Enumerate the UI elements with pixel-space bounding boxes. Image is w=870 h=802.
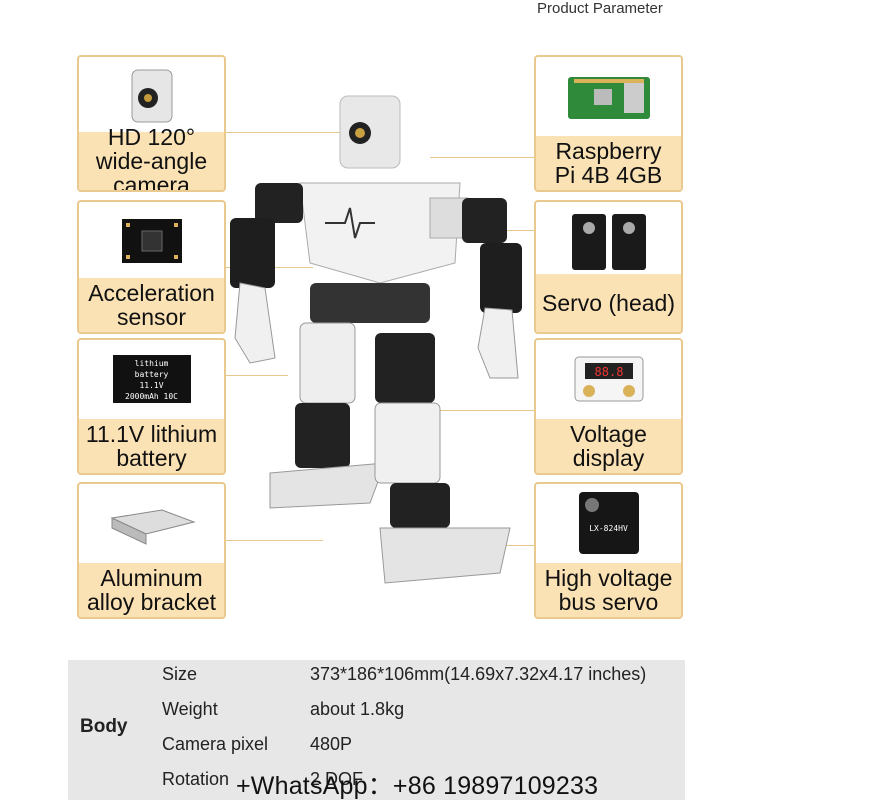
spec-name: Camera pixel — [162, 734, 269, 754]
spec-value: about 1.8kg — [310, 699, 405, 719]
leader-line — [430, 157, 535, 158]
humanoid-robot-image — [230, 95, 522, 584]
camera-icon — [79, 57, 224, 135]
feature-label: Raspberry Pi 4B 4GB — [536, 136, 681, 190]
feature-label: Aluminum alloy bracket — [79, 563, 224, 617]
page-title: Product Parameter — [537, 0, 663, 17]
leader-line — [223, 540, 323, 541]
bus-servo-icon: LX-824HV — [536, 484, 681, 562]
svg-text:88.8: 88.8 — [594, 365, 623, 379]
feature-label: Voltage display — [536, 419, 681, 473]
battery-label-text: lithium battery 11.1V 2000mAh 10C — [112, 355, 191, 403]
feature-card-servo-head: Servo (head) — [534, 200, 683, 334]
voltage-display-icon: 88.8 — [536, 340, 681, 418]
spec-name: Size — [162, 664, 198, 684]
contact-watermark: +WhatsApp：+86 19897109233 — [236, 772, 599, 800]
spec-value: 480P — [310, 734, 353, 754]
feature-label: Servo (head) — [536, 274, 681, 332]
feature-label: High voltage bus servo — [536, 563, 681, 617]
feature-card-sensor: Acceleration sensor — [77, 200, 226, 334]
leader-line — [440, 410, 535, 411]
feature-card-voltage-display: 88.8 Voltage display — [534, 338, 683, 475]
feature-card-battery: lithium battery 11.1V 2000mAh 10C 11.1V … — [77, 338, 226, 475]
feature-label: Acceleration sensor — [79, 278, 224, 332]
spec-group-label: Body — [80, 716, 128, 737]
bracket-icon — [79, 484, 224, 562]
spec-value: 373*186*106mm(14.69x7.32x4.17 inches) — [310, 664, 647, 684]
servo-icon — [536, 202, 681, 280]
chip-icon — [79, 202, 224, 280]
raspberry-pi-board-icon — [536, 57, 681, 135]
feature-card-bracket: Aluminum alloy bracket — [77, 482, 226, 619]
feature-card-bus-servo: LX-824HV High voltage bus servo — [534, 482, 683, 619]
spec-table: Body Size 373*186*106mm(14.69x7.32x4.17 … — [68, 660, 685, 800]
feature-label: HD 120° wide-angle camera — [79, 125, 224, 190]
leader-line — [223, 375, 288, 376]
leader-line — [223, 132, 373, 133]
servo-model-text: LX-824HV — [589, 524, 628, 533]
feature-label: 11.1V lithium battery — [79, 419, 224, 473]
feature-card-camera: HD 120° wide-angle camera — [77, 55, 226, 192]
feature-card-raspberry-pi: Raspberry Pi 4B 4GB — [534, 55, 683, 192]
spec-name: Rotation — [162, 769, 230, 789]
spec-name: Weight — [162, 699, 218, 719]
spec-value: 2 DOF — [310, 769, 364, 789]
battery-icon: lithium battery 11.1V 2000mAh 10C — [79, 340, 224, 418]
